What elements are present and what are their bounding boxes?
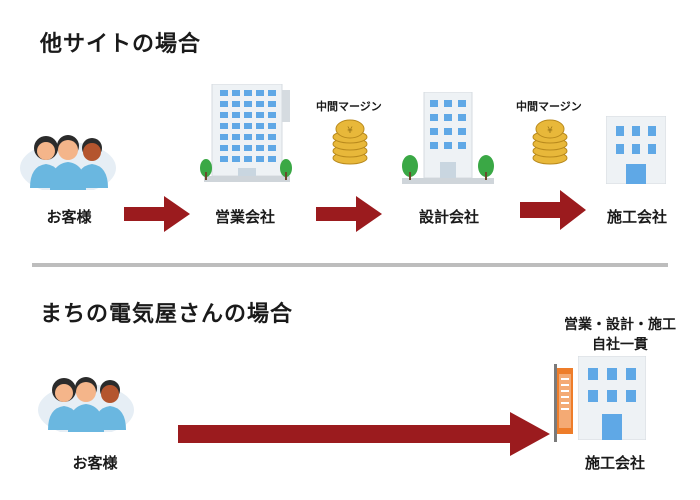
svg-text:¥: ¥ [347,126,353,136]
small-building-icon [578,356,646,440]
office-tower-icon [198,84,296,186]
margin-label-1: 中間マージン [316,100,382,113]
construction-company-label-2: 施工会社 [584,454,645,472]
section2-title: まちの電気屋さんの場合 [40,302,294,327]
section1-title: 他サイトの場合 [40,32,202,57]
in-house-note-line2: 自社一貫 [592,337,648,353]
design-company-label: 設計会社 [418,208,479,226]
sales-company-label: 営業会社 [214,208,275,226]
customer-label-1: お客様 [46,208,92,226]
in-house-note-line1: 営業・設計・施工 [564,317,676,333]
arrow-1 [124,196,190,232]
office-building-icon [398,92,498,188]
shop-banner-icon [552,364,576,442]
coin-stack-icon: ¥ [330,118,370,166]
construction-company-label-1: 施工会社 [606,208,667,226]
people-group-icon [18,118,118,190]
svg-text:¥: ¥ [547,126,553,136]
customer-label-2: お客様 [72,454,118,472]
direct-arrow [178,412,550,456]
small-building-icon [606,116,666,184]
arrow-3 [520,190,586,230]
people-group-icon [36,360,136,432]
margin-label-2: 中間マージン [516,100,582,113]
arrow-2 [316,196,382,232]
coin-stack-icon: ¥ [530,118,570,166]
section-divider [32,263,668,267]
